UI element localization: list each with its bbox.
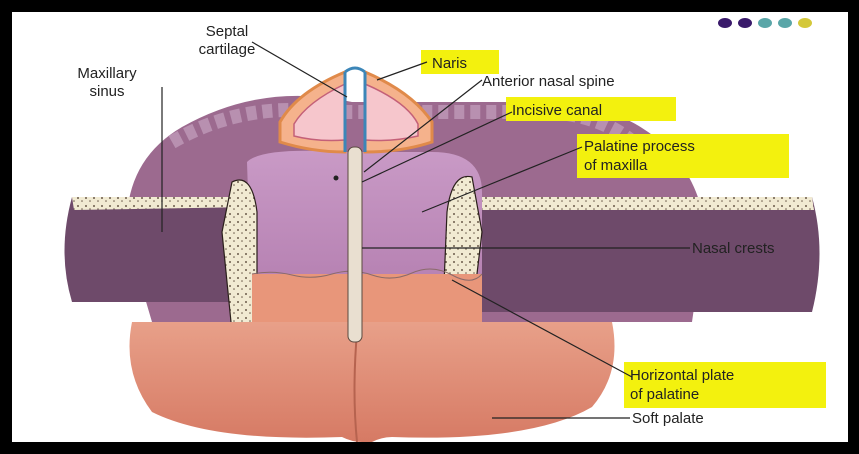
label-septal-cartilage-line2: cartilage — [199, 41, 256, 58]
horizontal-plate-region — [252, 274, 482, 322]
right-sinus-wall — [482, 197, 814, 210]
label-maxillary-sinus-line2: sinus — [89, 83, 124, 100]
label-septal-cartilage-line1: Septal — [206, 23, 249, 40]
label-palatine-process-line2: of maxilla — [584, 157, 648, 174]
label-anterior-nasal-spine: Anterior nasal spine — [482, 73, 615, 90]
label-naris: Naris — [432, 55, 467, 72]
label-horizontal-plate-line1: Horizontal plate — [630, 367, 734, 384]
incisive-canal-dot — [334, 176, 339, 181]
nasal-crest-bar — [348, 147, 362, 342]
corner-mark — [650, 0, 652, 12]
palate-anatomy-diagram: Septal cartilage Maxillary sinus Naris A… — [12, 12, 848, 442]
label-palatine-process-line1: Palatine process — [584, 138, 695, 155]
label-nasal-crests: Nasal crests — [692, 240, 775, 257]
label-horizontal-plate-line2: of palatine — [630, 386, 699, 403]
septal-cartilage-top — [345, 68, 365, 72]
label-maxillary-sinus-line1: Maxillary — [77, 65, 137, 82]
label-soft-palate: Soft palate — [632, 410, 704, 427]
label-incisive-canal: Incisive canal — [512, 102, 602, 119]
soft-palate-shape — [130, 322, 615, 442]
slide: Septal cartilage Maxillary sinus Naris A… — [12, 12, 848, 442]
